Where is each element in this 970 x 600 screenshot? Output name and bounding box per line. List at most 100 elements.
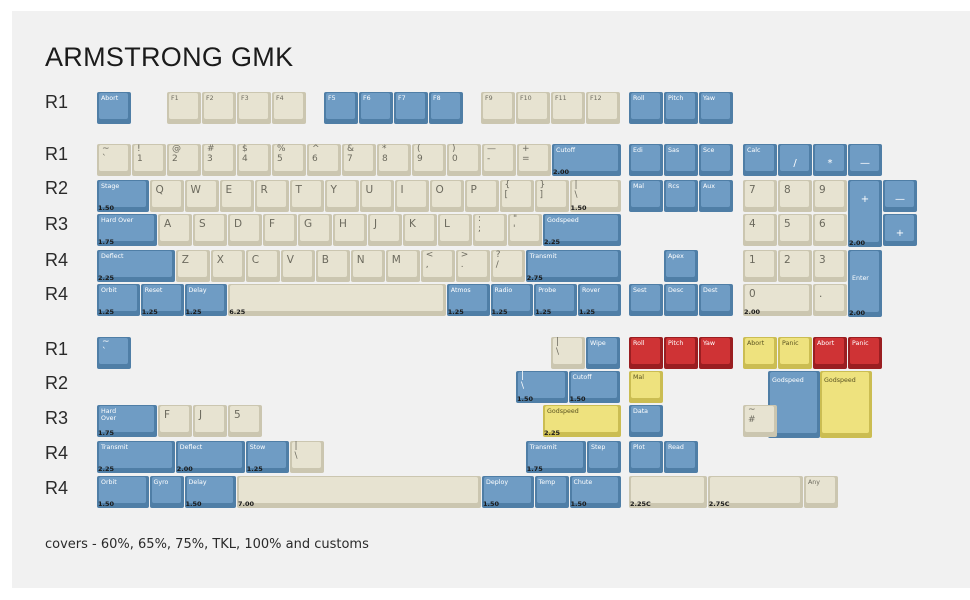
keycap-legend: Orbit <box>101 287 117 294</box>
keycap-top <box>335 215 364 241</box>
keycap: P <box>464 180 499 212</box>
keycap-top <box>536 477 566 503</box>
keycap-top <box>186 477 233 503</box>
keycap: — <box>883 180 917 212</box>
keycap-size-label: 6.25 <box>229 308 246 316</box>
keycap-top <box>230 285 443 311</box>
keycap-top <box>99 285 137 311</box>
keycap: K <box>403 214 437 246</box>
keycap-top <box>484 477 531 503</box>
keycap-top <box>151 477 181 503</box>
keycap-legend: Abort <box>747 340 765 347</box>
keycap-legend: Mal <box>633 374 645 381</box>
keycap-top <box>212 251 242 277</box>
row-label: R2 <box>45 178 69 198</box>
keycap-legend: — <box>895 194 905 205</box>
keycap-top <box>370 215 399 241</box>
keycap: Any <box>804 476 838 508</box>
keycap: F12 <box>586 92 620 124</box>
coverage-note: covers - 60%, 65%, 75%, TKL, 100% and cu… <box>45 537 369 552</box>
keycap: F7 <box>394 92 428 124</box>
keycap-top <box>519 145 548 171</box>
keycap-legend: 9 <box>819 184 826 196</box>
keycap: Mal <box>629 371 663 403</box>
keycap: : ; <box>473 214 507 246</box>
keycap-legend: ~ ` <box>102 337 110 357</box>
keycap: Gyro <box>149 476 184 508</box>
keycap-legend: U <box>365 184 374 196</box>
keycap-legend: + <box>860 194 870 205</box>
row-label: R4 <box>45 478 69 498</box>
keycap-legend: F5 <box>328 95 336 102</box>
keycap-top <box>780 338 809 364</box>
keycap-legend: ( 9 <box>417 144 423 164</box>
keycap-top <box>414 145 443 171</box>
keycap-legend: Yaw <box>703 340 715 347</box>
keycap-legend: Reset <box>144 287 163 294</box>
keycap-top <box>361 93 390 119</box>
keycap-top <box>745 251 774 277</box>
keycap: Sce <box>699 144 733 176</box>
keycap-top <box>631 477 704 503</box>
keycap-size-label: 1.75 <box>526 465 543 473</box>
keycap-legend: Abort <box>101 95 119 102</box>
keycap-size-label: 2.00 <box>849 239 866 247</box>
keycap-top <box>169 145 198 171</box>
keycap-legend: * 8 <box>382 144 388 164</box>
keycap-legend: ~ # <box>748 405 756 425</box>
keycap: Rcs <box>664 180 698 212</box>
keycap-legend: Aux <box>703 183 716 190</box>
keycap: 5 <box>778 214 812 246</box>
keycap-top <box>850 338 879 364</box>
keycap-top <box>177 442 242 468</box>
keycap-top <box>850 181 879 242</box>
keycap: ! 1 <box>132 144 166 176</box>
keycap-top <box>527 251 618 277</box>
keycap: @ 2 <box>167 144 201 176</box>
keycap: J <box>193 405 227 437</box>
keycap-top <box>666 93 695 119</box>
keycap-legend: C <box>251 254 260 266</box>
keycap-legend: K <box>409 218 416 230</box>
keycap-top <box>553 93 582 119</box>
keycap-top <box>274 93 303 119</box>
keycap: Abort <box>97 92 131 124</box>
keycap-size-label: 1.25 <box>579 308 596 316</box>
keycap-top <box>160 406 189 432</box>
keycap: Abort <box>743 337 777 369</box>
keycap-top <box>571 477 618 503</box>
keycap: 9 <box>813 180 847 212</box>
keycap-size-label: 1.25 <box>535 308 552 316</box>
keycap: Abort <box>813 337 847 369</box>
keycap-legend: I <box>400 184 404 196</box>
keycap-legend: G <box>304 218 313 230</box>
keycap-legend: Read <box>668 444 684 451</box>
keycap-legend: Stage <box>101 183 120 190</box>
keycap-legend: . <box>819 288 823 300</box>
keycap: } ] <box>534 180 569 212</box>
keycap-top <box>518 93 547 119</box>
keycap-legend: Rover <box>582 287 601 294</box>
keycap: Calc <box>743 144 777 176</box>
keycap-legend: ) 0 <box>452 144 458 164</box>
keycap-size-label: 2.25C <box>630 500 651 508</box>
keycap: Step <box>587 441 621 473</box>
keycap: F10 <box>516 92 550 124</box>
keycap-legend: F2 <box>206 95 214 102</box>
keycap-legend: F10 <box>520 95 532 102</box>
keycap-legend: | \ <box>574 180 578 200</box>
keycap-top <box>745 145 774 171</box>
keycap-legend: F9 <box>485 95 493 102</box>
keycap-legend: Godspeed <box>772 377 804 384</box>
keycap-legend: + <box>895 228 905 239</box>
keycap: | \ <box>551 337 585 369</box>
keycap-top <box>134 145 163 171</box>
keycap-top <box>239 93 268 119</box>
keycap: 5 <box>228 405 262 437</box>
row-label: R1 <box>45 144 69 164</box>
keycap: F3 <box>237 92 271 124</box>
keycap-top <box>186 181 216 207</box>
